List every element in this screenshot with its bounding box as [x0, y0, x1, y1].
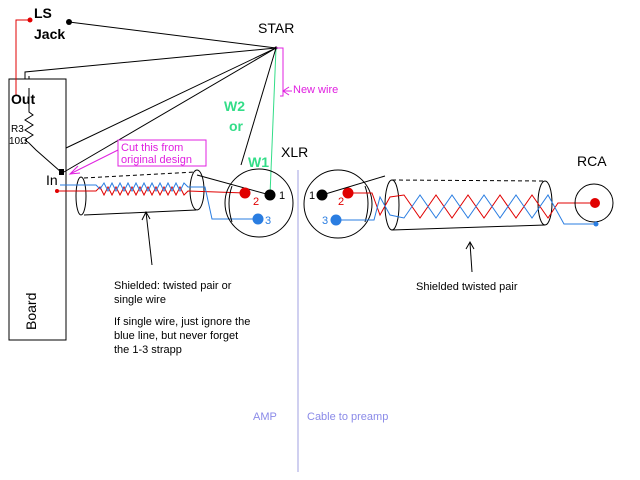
right-shield-wire — [321, 175, 386, 196]
in-label: In — [46, 172, 58, 188]
w2-label: W2 — [224, 98, 245, 114]
xlr-left-pin2-label: 2 — [253, 196, 259, 208]
left-cable-pointer-head — [141, 210, 151, 221]
left-shield-wire — [196, 174, 271, 196]
new-wire-magenta — [276, 47, 284, 97]
left-cable-shield-bottom — [83, 209, 197, 216]
ls-jack-label-2: Jack — [34, 26, 65, 42]
new-wire-arrowhead — [282, 86, 290, 96]
rca-shield-point — [593, 221, 599, 227]
jack-to-star-wire — [68, 21, 277, 49]
left-red-wire — [57, 185, 246, 197]
cut-arrow — [69, 149, 119, 175]
r3-value: 10Ω — [9, 136, 28, 147]
right-cable-end-oval-2 — [537, 180, 553, 226]
left-cable-shield-top — [83, 171, 197, 179]
ls-jack-red-wire — [15, 19, 30, 96]
rca-label: RCA — [577, 153, 607, 169]
out-to-star-wire — [24, 47, 277, 79]
rca-center-pin — [590, 198, 600, 208]
cut-arrowhead — [68, 165, 81, 175]
right-cable-shield-top — [391, 179, 546, 182]
w1-label: W1 — [248, 154, 269, 170]
w1-black-wire — [240, 47, 277, 166]
shielded-left-2: single wire — [114, 294, 166, 306]
left-cable-end-oval-1 — [75, 176, 87, 216]
ls-jack-label-1: LS — [34, 5, 52, 21]
right-cable-pointer — [469, 242, 473, 273]
or-label: or — [229, 118, 244, 134]
right-blue-wire — [336, 194, 596, 225]
shielded-right: Shielded twisted pair — [416, 281, 518, 293]
resistor-r3 — [24, 88, 62, 173]
cut-annotation-1: Cut this from — [121, 142, 183, 154]
r3-label: R3 — [11, 124, 24, 135]
xlr-left-pin3 — [252, 213, 264, 225]
in-black-terminal — [59, 169, 64, 175]
new-wire-label: New wire — [293, 84, 338, 96]
xlr-right-body — [303, 169, 373, 239]
w2-green-wire — [269, 47, 277, 196]
xlr-left-key — [228, 185, 233, 223]
rca-body — [574, 183, 614, 223]
out-label: Out — [11, 91, 35, 107]
cut-annotation-2: original design — [121, 154, 192, 166]
board-box — [8, 78, 67, 341]
xlr-left-pin1 — [264, 189, 276, 201]
shielded-left-1: Shielded: twisted pair or — [114, 280, 232, 292]
xlr-left-body — [224, 168, 294, 238]
cable-label: Cable to preamp — [307, 411, 388, 423]
xlr-right-pin2-label: 2 — [338, 196, 344, 208]
xlr-label: XLR — [281, 144, 308, 160]
note-2: blue line, but never forget — [114, 330, 238, 342]
right-cable-shield-bottom — [391, 224, 546, 231]
right-cable-end-oval-1 — [384, 179, 400, 231]
xlr-right-pin1-label: 1 — [309, 190, 315, 202]
ls-jack-red-terminal — [27, 17, 33, 23]
star-label: STAR — [258, 20, 294, 36]
right-cable-pointer-head — [465, 240, 475, 250]
note-3: the 1-3 strapp — [114, 344, 182, 356]
xlr-left-pin3-label: 3 — [265, 215, 271, 227]
xlr-left-pin1-label: 1 — [279, 190, 285, 202]
cut-wire — [63, 47, 277, 173]
xlr-right-key — [364, 185, 369, 223]
xlr-left-pin2 — [239, 187, 251, 199]
amp-label: AMP — [253, 411, 277, 423]
left-cable-pointer — [145, 211, 153, 266]
note-1: If single wire, just ignore the — [114, 316, 250, 328]
board-to-star-wire — [65, 47, 277, 149]
xlr-right-pin3-label: 3 — [322, 215, 328, 227]
left-cable-end-oval-2 — [189, 169, 205, 211]
cut-annotation-box — [117, 139, 207, 167]
board-label: Board — [23, 293, 39, 330]
left-blue-wire — [60, 181, 258, 220]
